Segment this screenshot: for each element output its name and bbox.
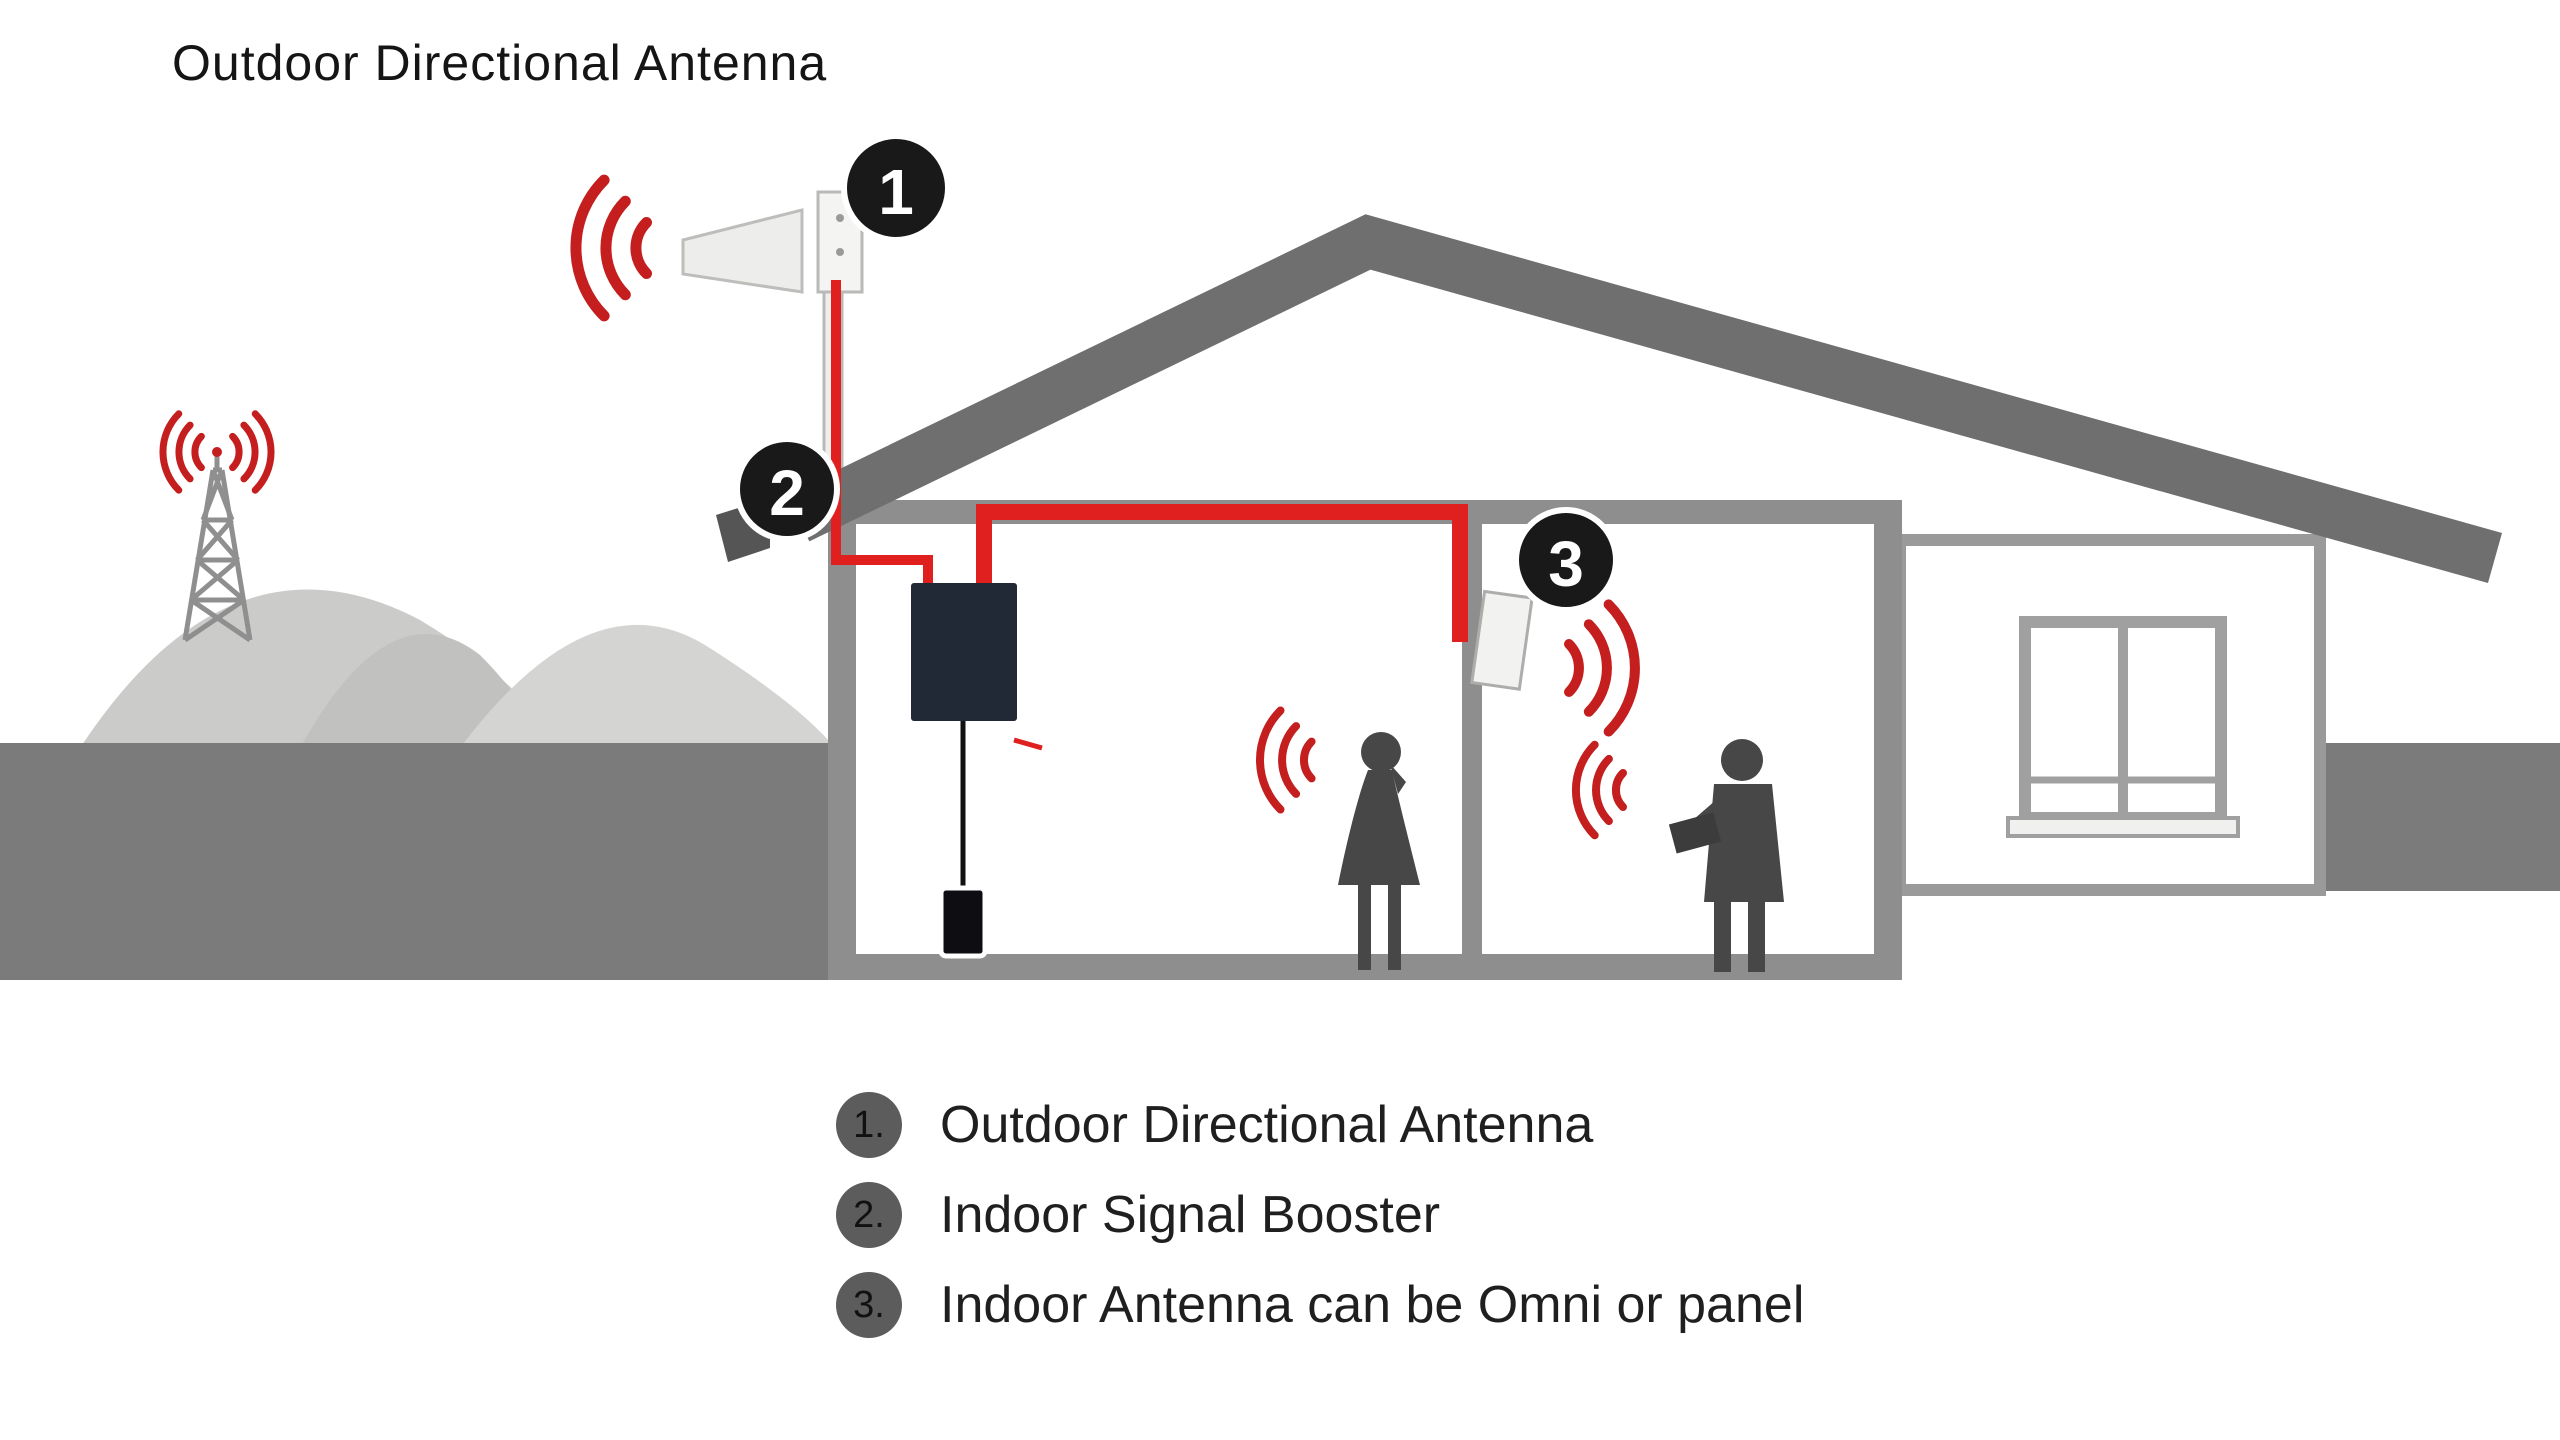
roof <box>786 214 2503 584</box>
legend-label-3: Indoor Antenna can be Omni or panel <box>940 1276 1805 1334</box>
power-plug <box>938 885 988 959</box>
mount-screw-top <box>836 214 844 222</box>
marker-3-number: 3 <box>1548 528 1584 600</box>
ground-right <box>2312 743 2560 891</box>
house-right-wing <box>1894 534 2326 896</box>
outdoor-antenna-signal-icon <box>570 174 652 322</box>
legend-item-3: 3. Indoor Antenna can be Omni or panel <box>836 1272 1804 1338</box>
ground-left <box>0 743 830 980</box>
directional-antenna-body <box>681 208 804 294</box>
legend-item-1: 1. Outdoor Directional Antenna <box>836 1092 1804 1158</box>
signal-booster-group <box>911 583 1043 959</box>
legend-number-badge-2: 2. <box>836 1182 902 1248</box>
cable-booster-to-indoor-antenna <box>976 504 1468 642</box>
tower-signal-icon <box>159 410 275 494</box>
marker-1-circle <box>841 133 951 243</box>
cell-tower <box>182 448 253 643</box>
indoor-antenna-panel <box>1470 589 1534 691</box>
cable-antenna-to-booster <box>831 280 933 588</box>
indoor-antenna-signal-icon <box>1564 599 1640 737</box>
tower-crossbars <box>191 517 244 603</box>
legend-label-2: Indoor Signal Booster <box>940 1186 1441 1244</box>
mount-screw-bottom <box>836 248 844 256</box>
marker-3: 3 <box>1513 507 1619 613</box>
page-title: Outdoor Directional Antenna <box>172 35 828 91</box>
marker-2-circle <box>734 436 840 542</box>
cable-detail <box>1013 737 1043 751</box>
legend-label-1: Outdoor Directional Antenna <box>940 1096 1594 1154</box>
laptop <box>1668 812 1722 854</box>
legend-item-2: 2. Indoor Signal Booster <box>836 1182 1804 1248</box>
window <box>2006 616 2240 838</box>
person-man-silhouette <box>1668 739 1784 972</box>
window-sill <box>2006 816 2240 838</box>
tower-bracing <box>183 469 252 643</box>
marker-3-circle <box>1513 507 1619 613</box>
legend: 1. Outdoor Directional Antenna 2. Indoor… <box>836 1092 1804 1338</box>
signal-booster-unit <box>911 583 1017 721</box>
marker-1-number: 1 <box>878 156 914 228</box>
man-device-signal-icon <box>1571 740 1627 840</box>
background-hills <box>80 589 835 748</box>
marker-2: 2 <box>734 436 840 542</box>
legend-number-badge-3: 3. <box>836 1272 902 1338</box>
hill-right <box>460 624 835 748</box>
woman-phone-signal-icon <box>1255 706 1316 814</box>
marker-1: 1 <box>841 133 951 243</box>
marker-2-number: 2 <box>769 457 805 529</box>
person-woman-silhouette <box>1338 732 1420 970</box>
legend-number-badge-1: 1. <box>836 1092 902 1158</box>
